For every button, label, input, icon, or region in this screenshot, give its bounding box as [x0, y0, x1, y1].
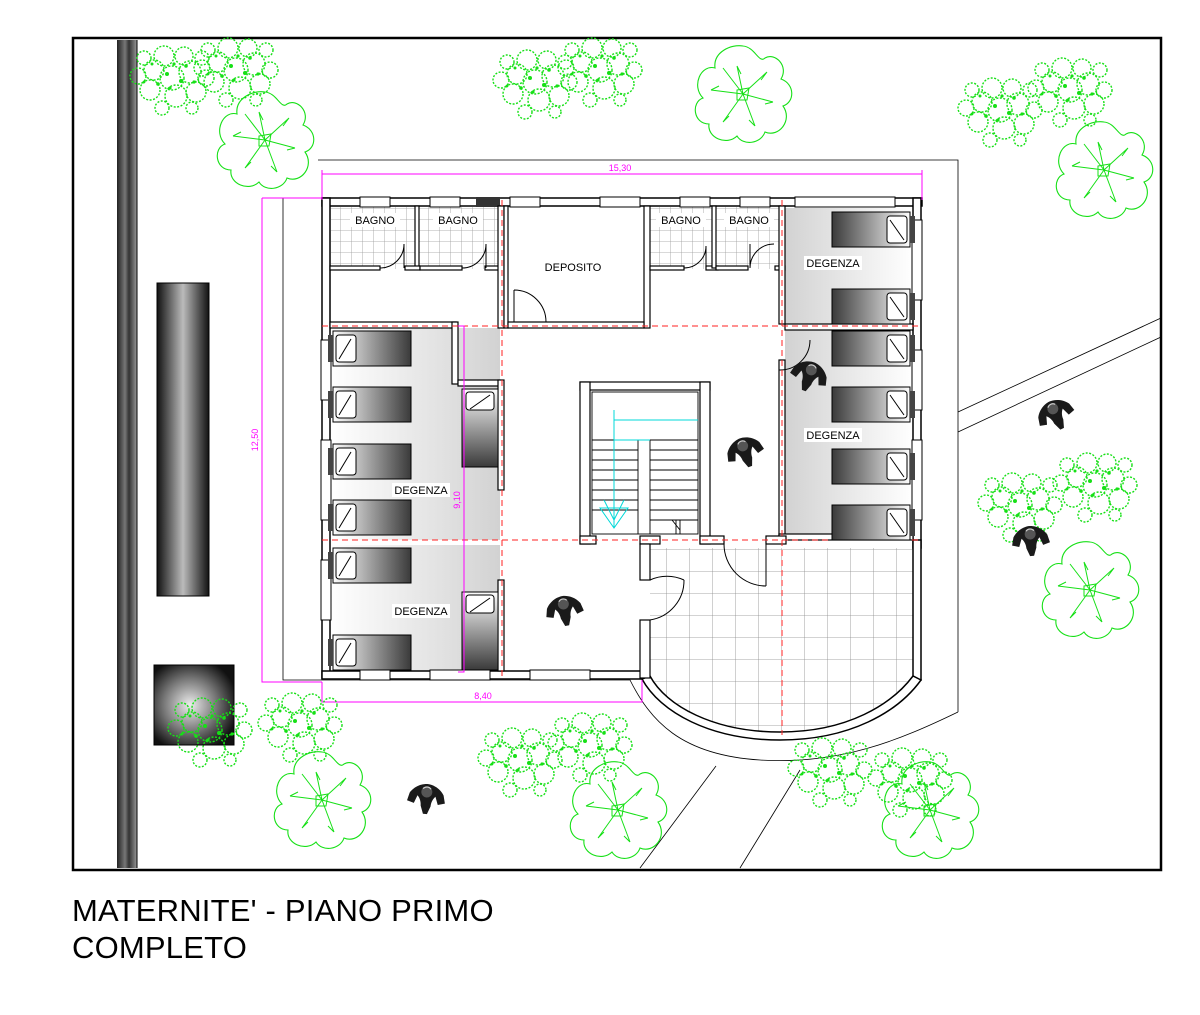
tree-icon — [129, 45, 215, 116]
fountain-element — [153, 664, 235, 746]
tree-icon — [257, 692, 343, 763]
tree-icon — [957, 77, 1043, 148]
tree-icon — [569, 761, 668, 859]
room-label-ward: DEGENZA — [394, 606, 448, 618]
tree-icon — [557, 37, 643, 108]
garden-outline — [282, 198, 959, 762]
dimension-wing-depth: 9,10 — [452, 491, 462, 509]
garden-outline — [318, 159, 959, 712]
dimension-overall-depth: 12,50 — [250, 429, 260, 452]
room-label-bathroom: BAGNO — [355, 215, 395, 227]
tree-icon — [881, 761, 980, 859]
room-label-ward: DEGENZA — [394, 485, 448, 497]
stair-arrow — [603, 410, 698, 528]
person-top-view-icon — [405, 781, 448, 817]
staircase — [591, 391, 699, 535]
dimension-wing-width: 8,40 — [474, 691, 492, 701]
room-label-storage: DEPOSITO — [545, 262, 602, 274]
tree-icon — [216, 91, 315, 189]
tree-icon — [1055, 121, 1154, 219]
door-swings — [379, 243, 811, 621]
room-label-bathroom: BAGNO — [661, 215, 701, 227]
room-label-bathroom: BAGNO — [729, 215, 769, 227]
road-strip — [117, 40, 137, 868]
tree-icon — [1052, 452, 1138, 523]
tree-icon — [1041, 541, 1140, 639]
tree-icon — [273, 751, 372, 849]
tree-icon — [193, 37, 279, 108]
drawing-frame — [71, 36, 1163, 872]
room-label-bathroom: BAGNO — [438, 215, 478, 227]
room-label-ward: DEGENZA — [806, 258, 860, 270]
tree-icon — [547, 712, 633, 783]
tree-icon — [867, 747, 953, 818]
axis-lines — [322, 200, 920, 735]
tree-icon — [1027, 57, 1113, 128]
garden-path — [957, 317, 1162, 433]
pool-element — [156, 282, 210, 597]
garden-path — [639, 765, 801, 869]
drawing-subtitle: COMPLETO — [72, 930, 248, 965]
person-top-view-icon — [1031, 392, 1080, 438]
drawing-title: MATERNITE' - PIANO PRIMO — [72, 893, 494, 928]
tree-icon — [694, 45, 793, 143]
dimension-lines — [261, 170, 923, 703]
room-label-ward: DEGENZA — [806, 430, 860, 442]
tree-icon — [787, 737, 873, 808]
dimension-overall-width: 15,30 — [609, 163, 632, 173]
